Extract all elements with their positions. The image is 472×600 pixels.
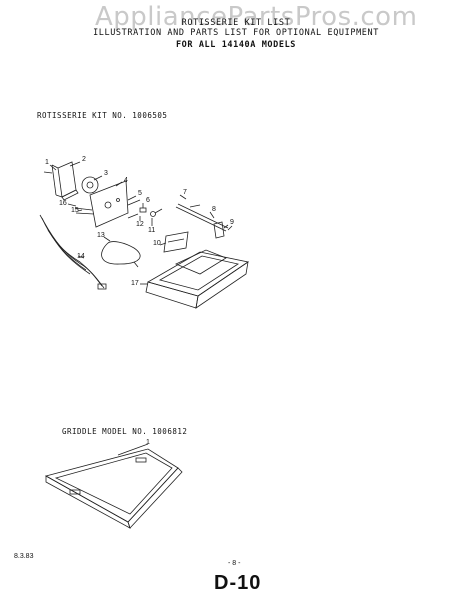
callout-13: 13 — [97, 232, 105, 239]
wire-harness-drawing — [39, 214, 107, 290]
drip-pan-drawing — [145, 249, 250, 309]
callout-17: 17 — [131, 280, 139, 287]
small-parts-drawing — [127, 199, 163, 219]
bracket-box-drawing — [43, 161, 79, 201]
callout-9: 9 — [230, 219, 234, 226]
spit-rod-drawing — [175, 203, 233, 239]
callout-2: 2 — [82, 156, 86, 163]
callout-10: 10 — [153, 240, 161, 247]
revision-date: 8.3.83 — [14, 553, 34, 560]
callout-8: 8 — [212, 206, 216, 213]
callout-16: 16 — [59, 200, 67, 207]
callout-7: 7 — [183, 189, 187, 196]
callout-15: 15 — [71, 207, 79, 214]
motor-plate-drawing — [74, 176, 129, 228]
header-subtitle: ILLUSTRATION AND PARTS LIST FOR OPTIONAL… — [93, 28, 379, 38]
rotisserie-kit-label: ROTISSERIE KIT NO. 1006505 — [37, 111, 168, 120]
callout-1: 1 — [45, 159, 49, 166]
griddle-callout-1: 1 — [146, 439, 150, 446]
callout-leaders — [49, 161, 229, 285]
spit-fork-drawing — [163, 231, 189, 253]
callout-12: 12 — [136, 221, 144, 228]
page-number: - 8 - — [228, 560, 241, 567]
callout-11: 11 — [148, 227, 156, 234]
document-reference: D-10 — [214, 572, 262, 594]
griddle-drawing — [44, 443, 183, 529]
cord-drawing — [101, 241, 141, 268]
header-models: FOR ALL 14140A MODELS — [175, 40, 297, 50]
callout-14: 14 — [77, 253, 85, 260]
callout-5: 5 — [138, 190, 142, 197]
callout-4: 4 — [124, 177, 128, 184]
griddle-model-label: GRIDDLE MODEL NO. 1006812 — [62, 427, 188, 436]
watermark: AppliancePartsPros.com — [95, 2, 418, 32]
callout-6: 6 — [146, 197, 150, 204]
header-title: ROTISSERIE KIT LIST — [181, 18, 291, 28]
callout-3: 3 — [104, 170, 108, 177]
